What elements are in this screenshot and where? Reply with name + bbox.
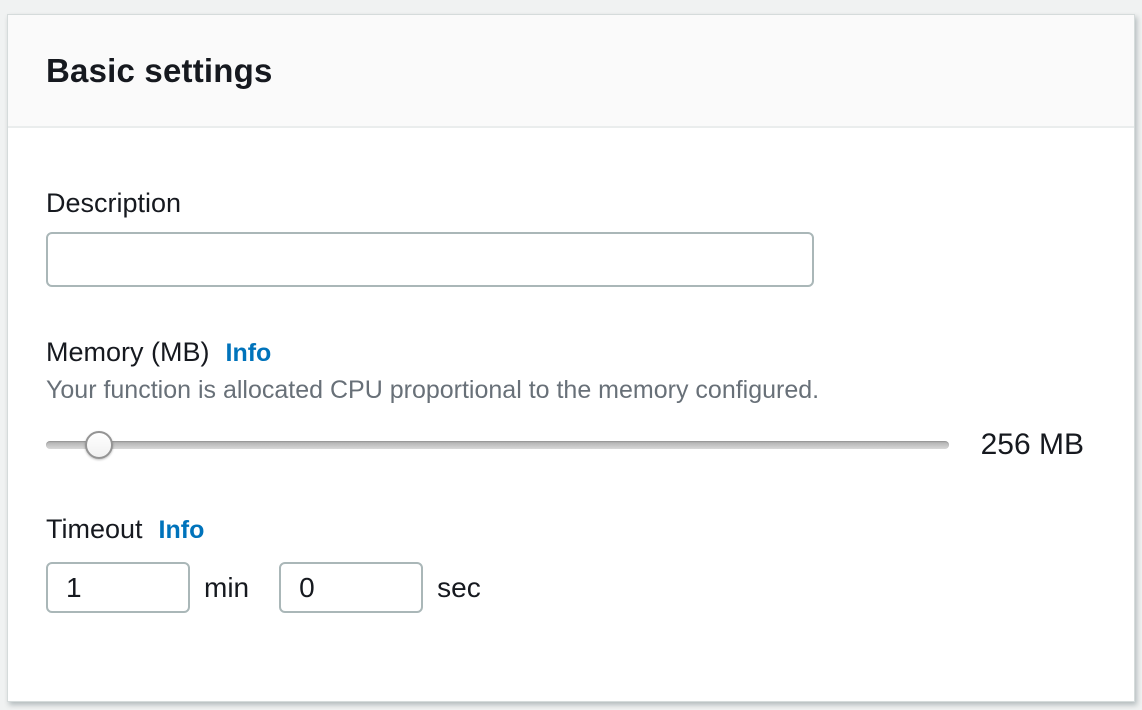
memory-label: Memory (MB) [46, 337, 210, 367]
description-field: Description [46, 186, 1084, 287]
memory-info-link[interactable]: Info [225, 339, 272, 367]
memory-slider-row: 256 MB [46, 428, 1084, 461]
timeout-label: Timeout [46, 514, 143, 544]
description-label: Description [46, 188, 182, 218]
timeout-inputs-row: min sec [46, 562, 1084, 613]
timeout-info-link[interactable]: Info [158, 516, 205, 544]
basic-settings-panel: Basic settings Description Memory (MB) I… [7, 14, 1135, 702]
timeout-minutes-unit: min [204, 571, 250, 603]
memory-slider[interactable] [46, 431, 949, 459]
timeout-minutes-input[interactable] [46, 562, 190, 613]
panel-header: Basic settings [8, 15, 1134, 128]
memory-help-text: Your function is allocated CPU proportio… [46, 376, 820, 404]
timeout-field: Timeout Info min sec [46, 512, 1084, 613]
description-input[interactable] [46, 232, 814, 287]
panel-body: Description Memory (MB) Info Your functi… [8, 186, 1134, 613]
memory-slider-thumb[interactable] [85, 431, 114, 459]
timeout-seconds-input[interactable] [279, 562, 424, 613]
panel-title: Basic settings [46, 51, 273, 89]
memory-field: Memory (MB) Info Your function is alloca… [46, 335, 1084, 461]
timeout-seconds-unit: sec [437, 571, 481, 603]
memory-value: 256 MB [980, 428, 1084, 461]
